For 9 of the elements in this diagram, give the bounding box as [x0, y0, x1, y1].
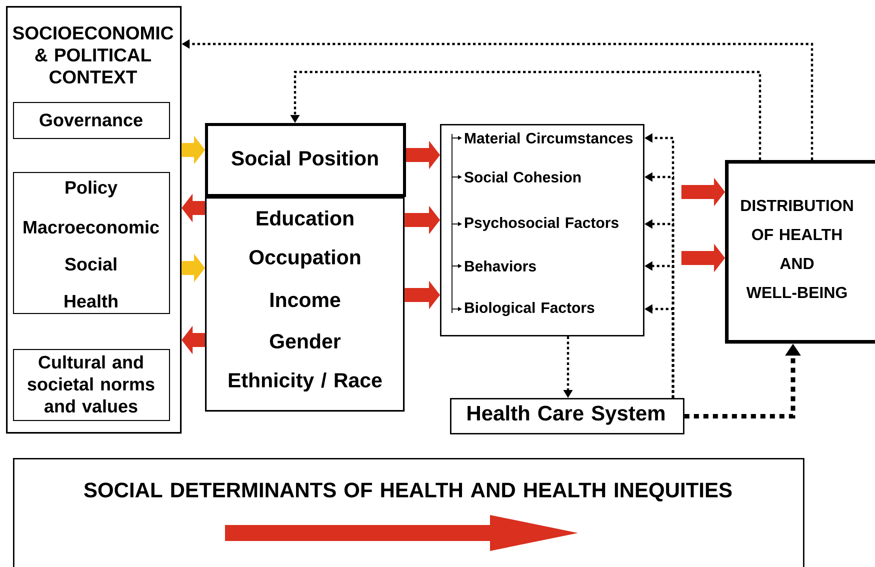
outcome-box: DISTRIBUTION OF HEALTH AND WELL-BEING — [725, 160, 875, 344]
policy-box: Policy Macroeconomic Social Health — [13, 172, 170, 314]
banner-box: SOCIAL DETERMINANTS OF HEALTH AND HEALTH INEQUITIES — [13, 458, 804, 567]
norms-box: Cultural and societal norms and values — [13, 349, 170, 421]
health-care-box: Health Care System — [450, 398, 684, 434]
social-position-box: Social Position — [205, 123, 406, 197]
stratifier-box: Education Occupation Income Gender Ethnicity / Race — [205, 197, 405, 412]
intermediary-box: Material Circumstances Social Cohesion Psychosocial Factors Behaviors Biological Factors — [440, 124, 644, 336]
governance-box: Governance — [13, 102, 170, 139]
